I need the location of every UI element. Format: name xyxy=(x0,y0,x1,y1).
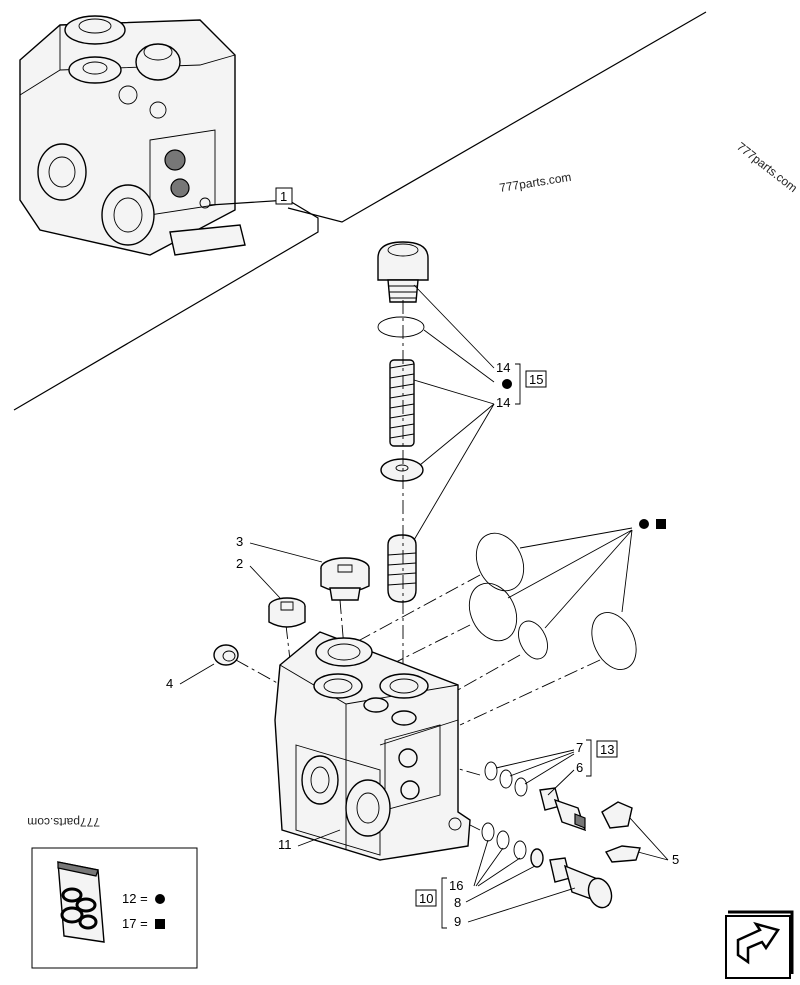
bracket-13 xyxy=(586,739,592,777)
leader-2 xyxy=(249,565,281,599)
connector-5-upper xyxy=(601,801,633,829)
poppet xyxy=(387,534,417,603)
callout-3: 3 xyxy=(236,534,243,549)
leader-8 xyxy=(465,865,536,903)
o-rings-large xyxy=(468,532,637,670)
ref-box-13 xyxy=(596,740,618,758)
separator-lines xyxy=(13,11,707,411)
relief-valve-cap xyxy=(377,241,429,303)
bracket-15 xyxy=(515,363,521,405)
legend-row-2: 17 = xyxy=(122,916,148,931)
leaders-7 xyxy=(495,749,575,785)
callout-14a: 14 xyxy=(496,360,510,375)
legend-square-symbol xyxy=(155,919,165,929)
callout-9: 9 xyxy=(454,914,461,929)
o-rings-small-lower xyxy=(481,822,544,868)
valve-body xyxy=(274,631,471,861)
o-ring-cap xyxy=(377,316,425,338)
circle-symbol-1 xyxy=(502,379,512,389)
ref-box-1 xyxy=(275,187,293,205)
washer xyxy=(380,458,424,482)
leader-3 xyxy=(249,542,323,563)
callout-4: 4 xyxy=(166,676,173,691)
plug-4 xyxy=(213,644,239,666)
callout-7: 7 xyxy=(576,740,583,755)
o-rings-small-upper xyxy=(484,761,528,797)
leaders-16 xyxy=(473,839,521,887)
kit-legend: 12 = 17 = xyxy=(31,847,198,969)
ref-15-label: 15 xyxy=(529,372,543,387)
callout-14b: 14 xyxy=(496,395,510,410)
leaders-5 xyxy=(629,817,669,861)
watermark-2: 777parts.com xyxy=(734,139,800,195)
bracket-10 xyxy=(441,877,447,929)
ref-1-label: 1 xyxy=(280,189,287,204)
callout-6: 6 xyxy=(576,760,583,775)
connector-5-lower xyxy=(604,845,641,863)
callout-5: 5 xyxy=(672,852,679,867)
legend-circle-symbol xyxy=(155,894,165,904)
watermark-1: 777parts.com xyxy=(498,170,572,195)
plug-3 xyxy=(320,557,370,601)
sensor-9 xyxy=(549,857,613,909)
sensor-6 xyxy=(539,787,587,832)
callout-16: 16 xyxy=(449,878,463,893)
leader-6 xyxy=(547,769,575,796)
ref-box-10 xyxy=(415,889,437,907)
leaders-14 xyxy=(413,284,495,541)
plug-2 xyxy=(268,597,306,628)
callout-2: 2 xyxy=(236,556,243,571)
spring xyxy=(389,359,415,447)
leaders-o-rings xyxy=(507,527,633,629)
watermark-3: 777parts.com xyxy=(27,815,100,829)
circle-symbol-2 xyxy=(639,519,649,529)
overview-valve-assembly xyxy=(19,15,246,256)
seal-kit-bag-icon xyxy=(57,861,105,943)
callout-8: 8 xyxy=(454,895,461,910)
ref-box-15 xyxy=(525,370,547,388)
leader-9 xyxy=(467,887,576,923)
callout-11: 11 xyxy=(278,837,292,852)
ref-10-label: 10 xyxy=(419,891,433,906)
ref-13-label: 13 xyxy=(600,742,614,757)
next-page-arrow-icon[interactable] xyxy=(725,910,794,979)
square-symbol-1 xyxy=(656,519,666,529)
leader-4 xyxy=(179,663,215,685)
legend-row-1: 12 = xyxy=(122,891,148,906)
leader-11 xyxy=(297,829,341,847)
